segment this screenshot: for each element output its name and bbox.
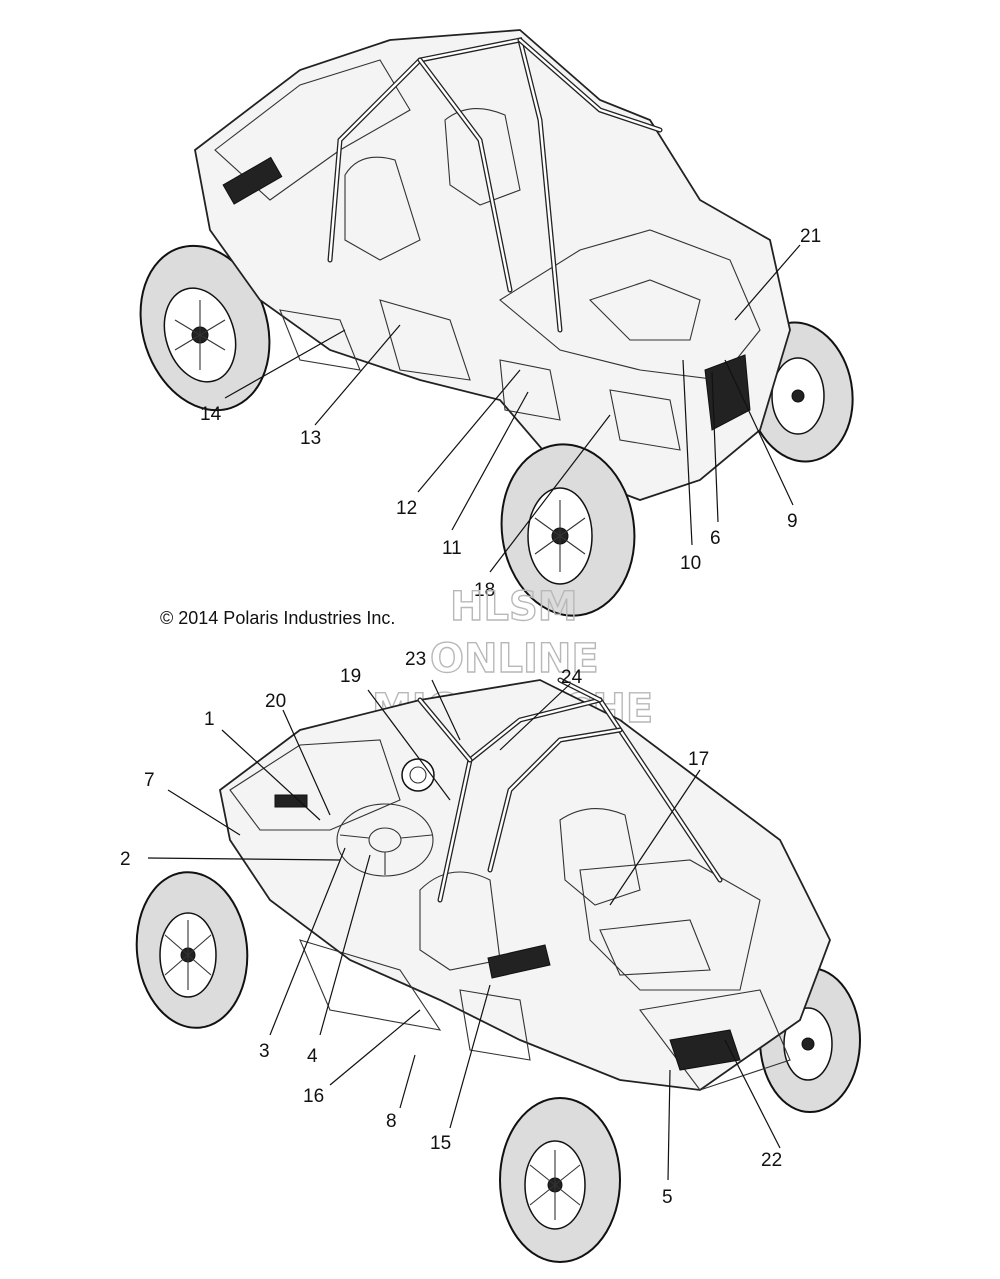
callout-14: 14 xyxy=(200,404,222,425)
top-rear-wheel xyxy=(139,244,271,412)
bottom-front-wheel xyxy=(499,1097,621,1263)
watermark-line-2: ONLINE xyxy=(430,636,599,682)
callout-8: 8 xyxy=(386,1111,397,1132)
callout-16: 16 xyxy=(303,1086,324,1107)
callout-20: 20 xyxy=(265,691,286,712)
bottom-left-wheel xyxy=(135,871,249,1029)
top-leader-lines xyxy=(224,244,801,573)
callout-18: 18 xyxy=(474,580,495,601)
top-callouts: 21 14 13 12 11 18 10 6 9 xyxy=(200,226,821,601)
copyright-notice: © 2014 Polaris Industries Inc. xyxy=(160,608,395,628)
callout-15: 15 xyxy=(430,1133,451,1154)
callout-21: 21 xyxy=(800,226,821,247)
callout-13: 13 xyxy=(300,428,321,449)
watermark-line-1: HLSM xyxy=(450,584,578,630)
callout-22: 22 xyxy=(761,1150,782,1171)
callout-9: 9 xyxy=(787,511,798,532)
callout-7: 7 xyxy=(144,770,155,791)
callout-1: 1 xyxy=(204,709,215,730)
callout-24: 24 xyxy=(561,667,583,688)
callout-6: 6 xyxy=(710,528,721,549)
top-vehicle-illustration xyxy=(139,29,854,617)
bottom-leader-lines xyxy=(147,679,781,1181)
callout-12: 12 xyxy=(396,498,417,519)
callout-17: 17 xyxy=(688,749,709,770)
callout-19: 19 xyxy=(340,666,361,687)
bottom-vehicle-illustration xyxy=(135,677,861,1263)
callout-23: 23 xyxy=(405,649,426,670)
steering-wheel xyxy=(336,803,434,877)
callout-3: 3 xyxy=(259,1041,270,1062)
callout-5: 5 xyxy=(662,1187,673,1208)
callout-4: 4 xyxy=(307,1046,318,1067)
callout-2: 2 xyxy=(120,849,131,870)
bottom-callouts: 23 24 19 20 1 7 17 2 3 4 16 8 15 5 22 xyxy=(120,649,782,1208)
callout-11: 11 xyxy=(442,538,462,559)
callout-10: 10 xyxy=(680,553,701,574)
top-front-left-wheel xyxy=(500,443,636,617)
